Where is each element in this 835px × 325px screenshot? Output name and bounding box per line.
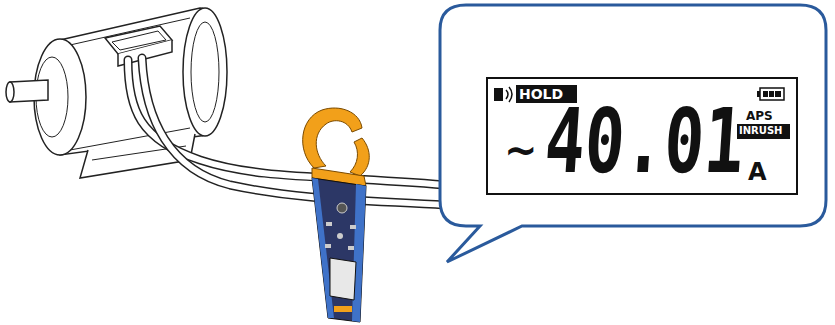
- clamp-meter: [303, 108, 370, 322]
- battery-icon: [757, 88, 784, 100]
- motor-wires: [128, 58, 445, 205]
- inrush-indicator: [737, 124, 790, 139]
- current-reading: 40.01: [542, 98, 746, 187]
- ac-symbol: ~: [504, 130, 538, 170]
- lcd-frame: [487, 78, 797, 194]
- aps-text: APS: [746, 110, 773, 122]
- motor: [6, 8, 227, 178]
- inrush-text: INRUSH: [739, 126, 782, 136]
- speaker-icon: [494, 87, 512, 102]
- callout-bubble: [440, 5, 826, 262]
- unit-text: A: [748, 160, 767, 184]
